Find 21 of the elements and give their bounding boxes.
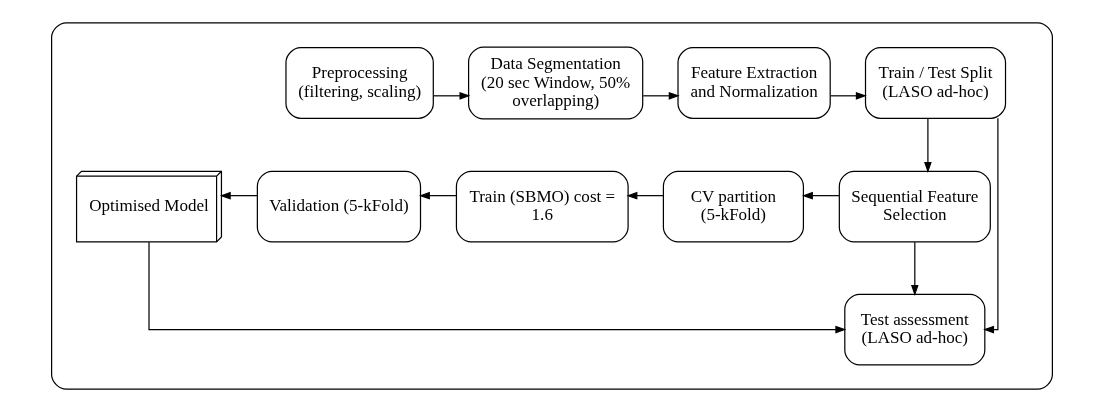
node-box: Test assessment (LASO ad-hoc) <box>843 293 985 366</box>
arrow <box>147 241 846 334</box>
node-box: Data Segmentation (20 sec Window, 50% overlapping) <box>467 46 643 120</box>
arrow <box>418 191 457 200</box>
node-box: CV partition (5-kFold) <box>662 170 804 243</box>
arrow <box>801 191 840 200</box>
arrow <box>982 117 998 334</box>
node-box: Preprocessing (filtering, scaling) <box>284 47 434 119</box>
arrow <box>642 91 680 100</box>
node-box: Train / Test Split (LASO ad-hoc) <box>864 47 1006 119</box>
cluster <box>50 22 1053 390</box>
arrow <box>923 117 932 174</box>
arrow <box>432 91 470 100</box>
node-box: Train (SBMO) cost = 1.6 <box>455 170 629 243</box>
arrow <box>219 191 258 200</box>
node-box: Sequential Feature Selection <box>838 170 991 243</box>
arrow <box>625 191 664 200</box>
node-box: Feature Extraction and Normalization <box>676 47 831 119</box>
node-box: Validation (5-kFold) <box>256 170 421 243</box>
arrow <box>829 91 867 100</box>
arrow <box>910 241 919 296</box>
